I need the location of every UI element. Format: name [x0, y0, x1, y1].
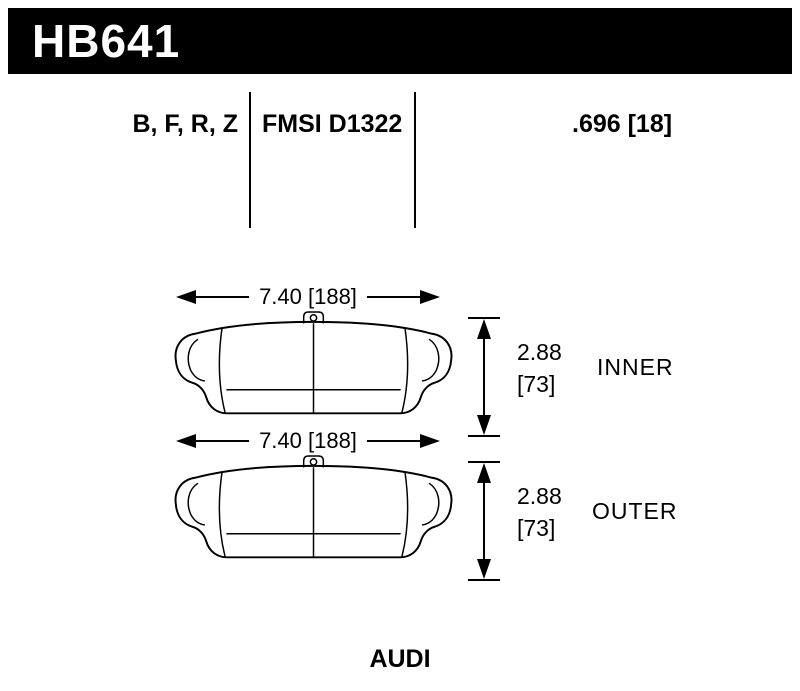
arrowhead-up-icon — [477, 319, 491, 339]
inner-width-dimension: 7.40 [188] — [176, 284, 440, 309]
fmsi-number: FMSI D1322 — [262, 110, 403, 138]
arrowhead-left-icon — [176, 434, 196, 448]
outer-width-value: 7.40 [188] — [259, 428, 357, 453]
dimension-line — [196, 296, 250, 298]
arrowhead-right-icon — [420, 434, 440, 448]
extension-line — [468, 579, 500, 581]
dimension-line — [483, 483, 485, 559]
inner-height-mm: [73] — [517, 371, 556, 397]
extension-line — [468, 435, 500, 437]
dimension-line — [483, 339, 485, 415]
compound-codes: B, F, R, Z — [132, 110, 238, 138]
outer-width-dimension: 7.40 [188] — [176, 428, 440, 453]
outer-height-mm: [73] — [517, 515, 556, 541]
outer-height-in: 2.88 — [517, 483, 562, 509]
dimension-line — [366, 440, 420, 442]
arrowhead-down-icon — [477, 559, 491, 579]
header-bar: HB641 — [8, 8, 792, 74]
brake-pad-outline-icon — [174, 311, 453, 415]
arrowhead-left-icon — [176, 290, 196, 304]
inner-pad-drawing — [166, 311, 461, 439]
arrowhead-up-icon — [477, 463, 491, 483]
brake-pad-outline-icon — [174, 455, 453, 559]
inner-width-value: 7.40 [188] — [259, 284, 357, 309]
pad-thickness: .696 [18] — [572, 110, 673, 138]
dimension-arrow — [476, 319, 492, 435]
spec-divider-1 — [249, 92, 251, 228]
vehicle-make: AUDI — [369, 645, 431, 673]
arrowhead-right-icon — [420, 290, 440, 304]
dimension-arrow — [476, 463, 492, 579]
extension-line — [468, 461, 500, 463]
inner-height-dimension — [468, 317, 500, 437]
inner-height-in: 2.88 — [517, 339, 562, 365]
part-number: HB641 — [32, 15, 181, 67]
dimension-line — [196, 440, 250, 442]
outer-pad-drawing — [166, 455, 461, 583]
spec-divider-2 — [414, 92, 416, 228]
outer-height-dimension — [468, 461, 500, 581]
inner-label: INNER — [597, 354, 674, 380]
dimension-line — [366, 296, 420, 298]
outer-label: OUTER — [592, 498, 678, 524]
extension-line — [468, 317, 500, 319]
arrowhead-down-icon — [477, 415, 491, 435]
